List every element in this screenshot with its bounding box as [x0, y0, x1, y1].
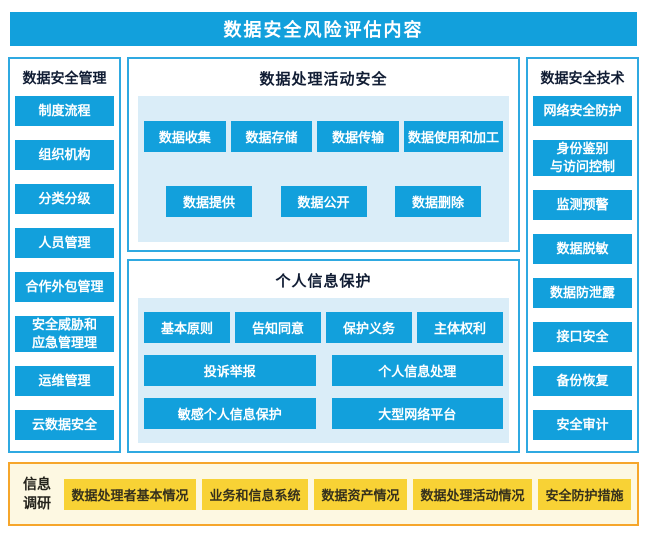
block-data-provision: 数据提供: [166, 185, 252, 217]
block-data-use-processing: 数据使用和加工: [403, 120, 503, 152]
right-column-items: 网络安全防护 身份鉴别 与访问控制 监测预警 数据脱敏 数据防泄露 接口安全 备…: [533, 96, 632, 440]
personal-info-row-2: 投诉举报 个人信息处理: [144, 354, 503, 386]
block-data-collection: 数据收集: [144, 120, 226, 152]
block-personal-info-processing: 个人信息处理: [331, 354, 503, 386]
block-data-processing-activity-status: 数据处理活动情况: [413, 478, 532, 510]
block-organization: 组织机构: [15, 139, 114, 170]
personal-info-header: 个人信息保护: [275, 272, 372, 290]
block-sensitive-personal-info-protection: 敏感个人信息保护: [144, 397, 316, 429]
data-processing-panel: 数据收集 数据存储 数据传输 数据使用和加工 数据提供 数据公开 数据删除: [138, 96, 509, 242]
block-data-disclosure: 数据公开: [280, 185, 367, 217]
diagram-title-banner: 数据安全风险评估内容: [10, 12, 637, 46]
block-complaints-reporting: 投诉举报: [144, 354, 316, 386]
block-security-protection-measures: 安全防护措施: [538, 478, 631, 510]
block-large-network-platform: 大型网络平台: [331, 397, 503, 429]
block-business-information-systems: 业务和信息系统: [202, 478, 308, 510]
right-column-header: 数据安全技术: [540, 70, 625, 86]
right-column-data-security-technology: 数据安全技术 网络安全防护 身份鉴别 与访问控制 监测预警 数据脱敏 数据防泄露…: [526, 57, 639, 453]
columns-area: 数据安全管理 制度流程 组织机构 分类分级 人员管理 合作外包管理 安全威胁和 …: [8, 57, 639, 453]
block-data-transmission: 数据传输: [317, 120, 399, 152]
left-column-data-security-management: 数据安全管理 制度流程 组织机构 分类分级 人员管理 合作外包管理 安全威胁和 …: [8, 57, 121, 453]
block-interface-security: 接口安全: [533, 322, 632, 353]
personal-info-row-3: 敏感个人信息保护 大型网络平台: [144, 397, 503, 429]
block-monitoring-warning: 监测预警: [533, 190, 632, 221]
block-informed-consent: 告知同意: [235, 311, 321, 343]
block-protection-obligations: 保护义务: [326, 311, 412, 343]
personal-information-protection-box: 个人信息保护 基本原则 告知同意 保护义务 主体权利 投诉举报 个人信息处理 敏…: [127, 258, 520, 453]
block-operations-management: 运维管理: [15, 366, 114, 396]
block-data-processor-basic-info: 数据处理者基本情况: [64, 478, 196, 510]
block-data-masking: 数据脱敏: [533, 234, 632, 265]
block-personnel-management: 人员管理: [15, 227, 114, 258]
block-data-deletion: 数据删除: [395, 185, 481, 217]
block-basic-principles: 基本原则: [144, 311, 230, 343]
middle-column: 数据处理活动安全 数据收集 数据存储 数据传输 数据使用和加工 数据提供 数据公…: [127, 57, 520, 453]
block-classification-grading: 分类分级: [15, 183, 114, 214]
diagram-title: 数据安全风险评估内容: [223, 20, 424, 40]
personal-info-panel: 基本原则 告知同意 保护义务 主体权利 投诉举报 个人信息处理 敏感个人信息保护…: [138, 297, 509, 443]
information-research-label: 信息 调研: [23, 476, 51, 511]
block-cloud-data-security: 云数据安全: [15, 409, 114, 440]
block-network-security-protection: 网络安全防护: [533, 96, 632, 126]
block-system-process: 制度流程: [15, 96, 114, 126]
left-column-items: 制度流程 组织机构 分类分级 人员管理 合作外包管理 安全威胁和 应急管理理 运…: [15, 96, 114, 440]
block-subject-rights: 主体权利: [417, 311, 503, 343]
block-security-audit: 安全审计: [533, 409, 632, 440]
block-outsourcing-management: 合作外包管理: [15, 271, 114, 302]
block-threat-emergency-management: 安全威胁和 应急管理理: [15, 315, 114, 353]
block-data-storage: 数据存储: [230, 120, 313, 152]
block-data-asset-status: 数据资产情况: [314, 478, 407, 510]
data-processing-row-1: 数据收集 数据存储 数据传输 数据使用和加工: [144, 120, 503, 152]
block-data-leak-prevention: 数据防泄露: [533, 278, 632, 309]
personal-info-row-1: 基本原则 告知同意 保护义务 主体权利: [144, 311, 503, 343]
data-processing-row-2: 数据提供 数据公开 数据删除: [144, 185, 503, 217]
information-research-panel: 信息 调研 数据处理者基本情况 业务和信息系统 数据资产情况 数据处理活动情况 …: [8, 462, 639, 526]
data-processing-header: 数据处理活动安全: [259, 71, 388, 88]
block-backup-recovery: 备份恢复: [533, 366, 632, 396]
block-identity-access-control: 身份鉴别 与访问控制: [533, 139, 632, 177]
data-processing-activity-security-box: 数据处理活动安全 数据收集 数据存储 数据传输 数据使用和加工 数据提供 数据公…: [127, 57, 520, 252]
left-column-header: 数据安全管理: [22, 70, 107, 86]
